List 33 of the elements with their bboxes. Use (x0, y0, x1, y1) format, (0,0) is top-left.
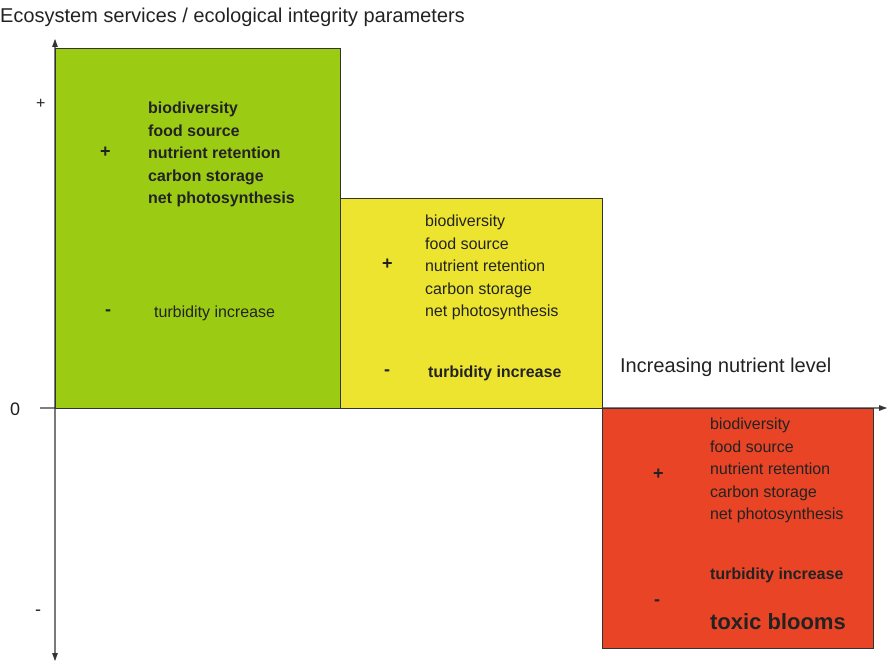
axis-title: Ecosystem services / ecological integrity parameters (0, 4, 465, 28)
effect-box (340, 198, 603, 409)
parameter-text: food source (148, 122, 240, 142)
parameter-text: net photosynthesis (425, 302, 558, 322)
effect-sign: + (100, 141, 111, 161)
effect-box (55, 48, 341, 409)
axis-title: Increasing nutrient level (620, 354, 832, 378)
parameter-text: nutrient retention (710, 460, 830, 480)
parameter-text: net photosynthesis (710, 505, 844, 525)
effect-sign: + (382, 253, 393, 273)
parameter-text: turbidity increase (428, 363, 562, 383)
parameter-text: carbon storage (710, 482, 817, 502)
tick-label: + (36, 94, 46, 114)
parameter-text: biodiversity (148, 99, 238, 119)
effect-sign: + (653, 463, 664, 483)
parameter-text: toxic blooms (710, 609, 846, 635)
effect-sign: - (654, 589, 660, 609)
parameter-text: food source (425, 234, 509, 254)
parameter-text: carbon storage (425, 280, 532, 300)
parameter-text: biodiversity (710, 415, 790, 435)
parameter-text: net photosynthesis (148, 189, 295, 209)
parameter-text: food source (710, 438, 794, 458)
effect-box (602, 408, 874, 649)
parameter-text: turbidity increase (154, 303, 275, 323)
tick-label: - (35, 598, 41, 620)
parameter-text: biodiversity (425, 212, 506, 232)
parameter-text: nutrient retention (148, 144, 280, 164)
parameter-text: carbon storage (148, 166, 264, 186)
effect-sign: - (384, 359, 390, 379)
parameter-text: nutrient retention (425, 257, 546, 277)
tick-label: 0 (10, 398, 20, 420)
effect-sign: - (105, 299, 111, 319)
parameter-text: turbidity increase (710, 565, 844, 585)
